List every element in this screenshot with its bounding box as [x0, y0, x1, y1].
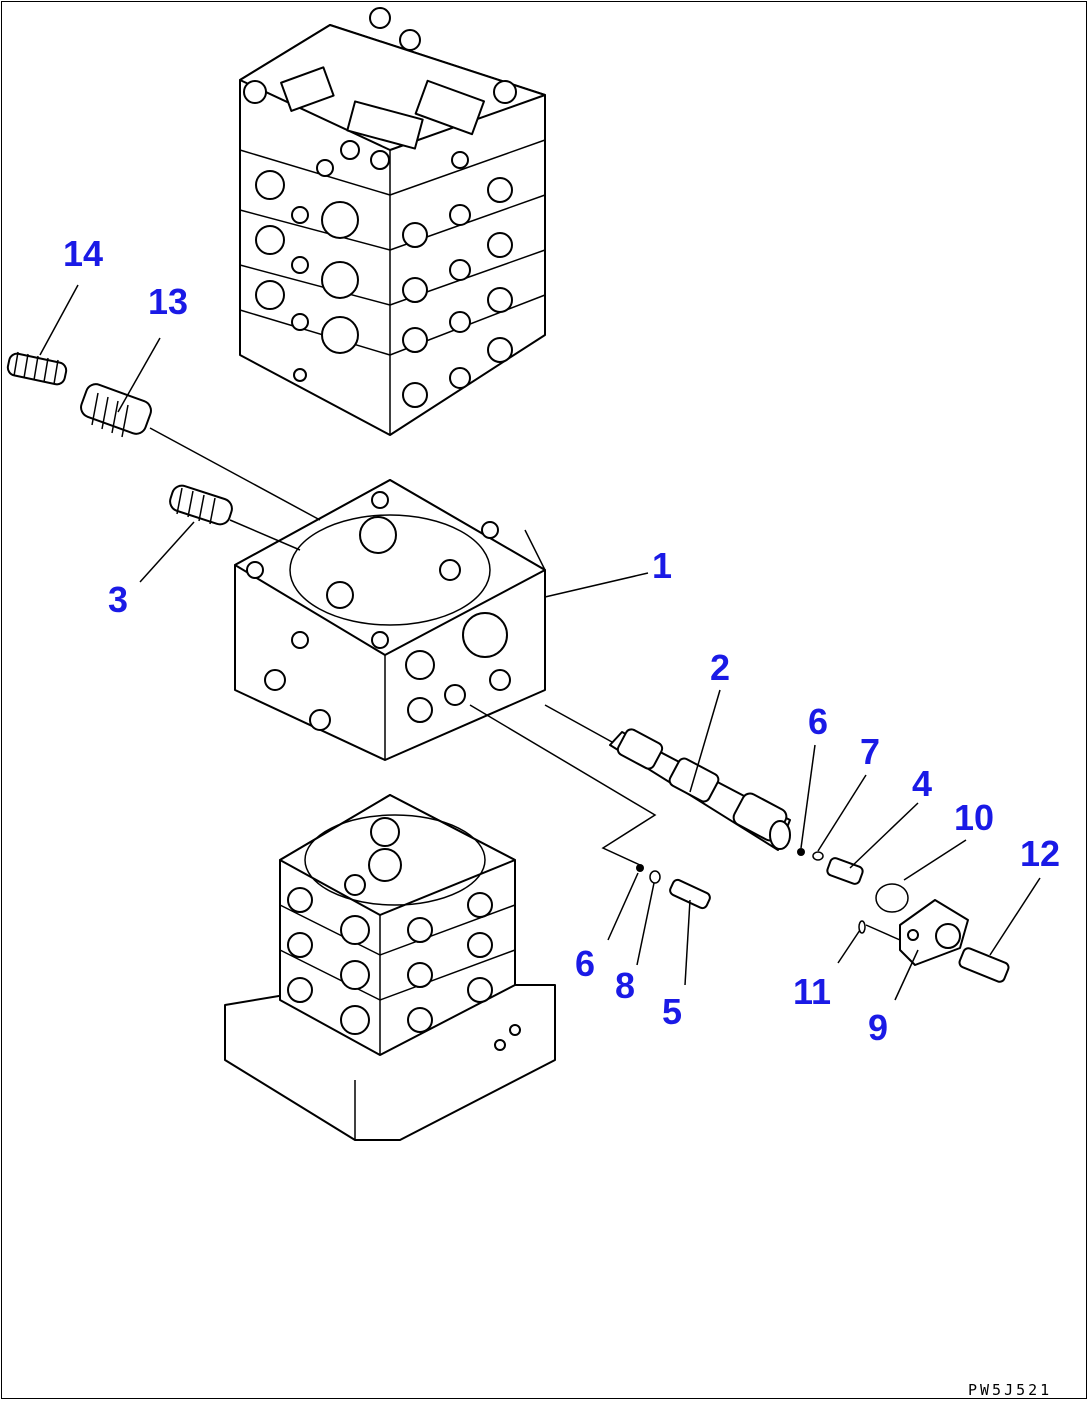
- callout-9: 9: [868, 1007, 888, 1048]
- callout-12: 12: [1020, 833, 1060, 874]
- plug-part-4: [826, 857, 864, 885]
- callout-labels: 14 13 3 1 2 6 7 4 10 12 6 8 5 11 9: [63, 233, 1060, 1048]
- callout-6-lower: 6: [575, 943, 595, 984]
- callout-14: 14: [63, 233, 103, 274]
- small-parts: [636, 848, 1010, 983]
- plug-part-5: [669, 878, 711, 910]
- spring-part-3: [169, 484, 233, 526]
- callout-4: 4: [912, 763, 932, 804]
- callout-6-upper: 6: [808, 701, 828, 742]
- ring-part-7: [812, 851, 824, 861]
- o-ring-part-10: [875, 883, 909, 913]
- ring-part-8: [649, 870, 661, 884]
- callout-8: 8: [615, 965, 635, 1006]
- ball-part-6-left: [636, 864, 644, 872]
- callout-13: 13: [148, 281, 188, 322]
- drawing-code: PW5J521: [968, 1381, 1052, 1399]
- lower-valve-stack: [224, 794, 556, 1141]
- valve-body-part-1: [234, 479, 546, 761]
- bolt-part-12: [958, 947, 1010, 983]
- callout-11: 11: [793, 971, 831, 1012]
- callout-1: 1: [652, 545, 672, 586]
- callout-7: 7: [860, 731, 880, 772]
- o-ring-part-11: [858, 920, 866, 934]
- spring-seat-part-13: [80, 383, 152, 438]
- ball-part-6-right: [797, 848, 805, 856]
- spool-part-2: [609, 728, 791, 851]
- cover-part-9: [899, 899, 969, 966]
- upper-valve-stack: [239, 7, 546, 436]
- callout-2: 2: [710, 647, 730, 688]
- callout-10: 10: [954, 797, 994, 838]
- callout-3: 3: [108, 579, 128, 620]
- callout-5: 5: [662, 991, 682, 1032]
- leader-lines: [39, 284, 1041, 1001]
- spring-part-14: [6, 351, 68, 386]
